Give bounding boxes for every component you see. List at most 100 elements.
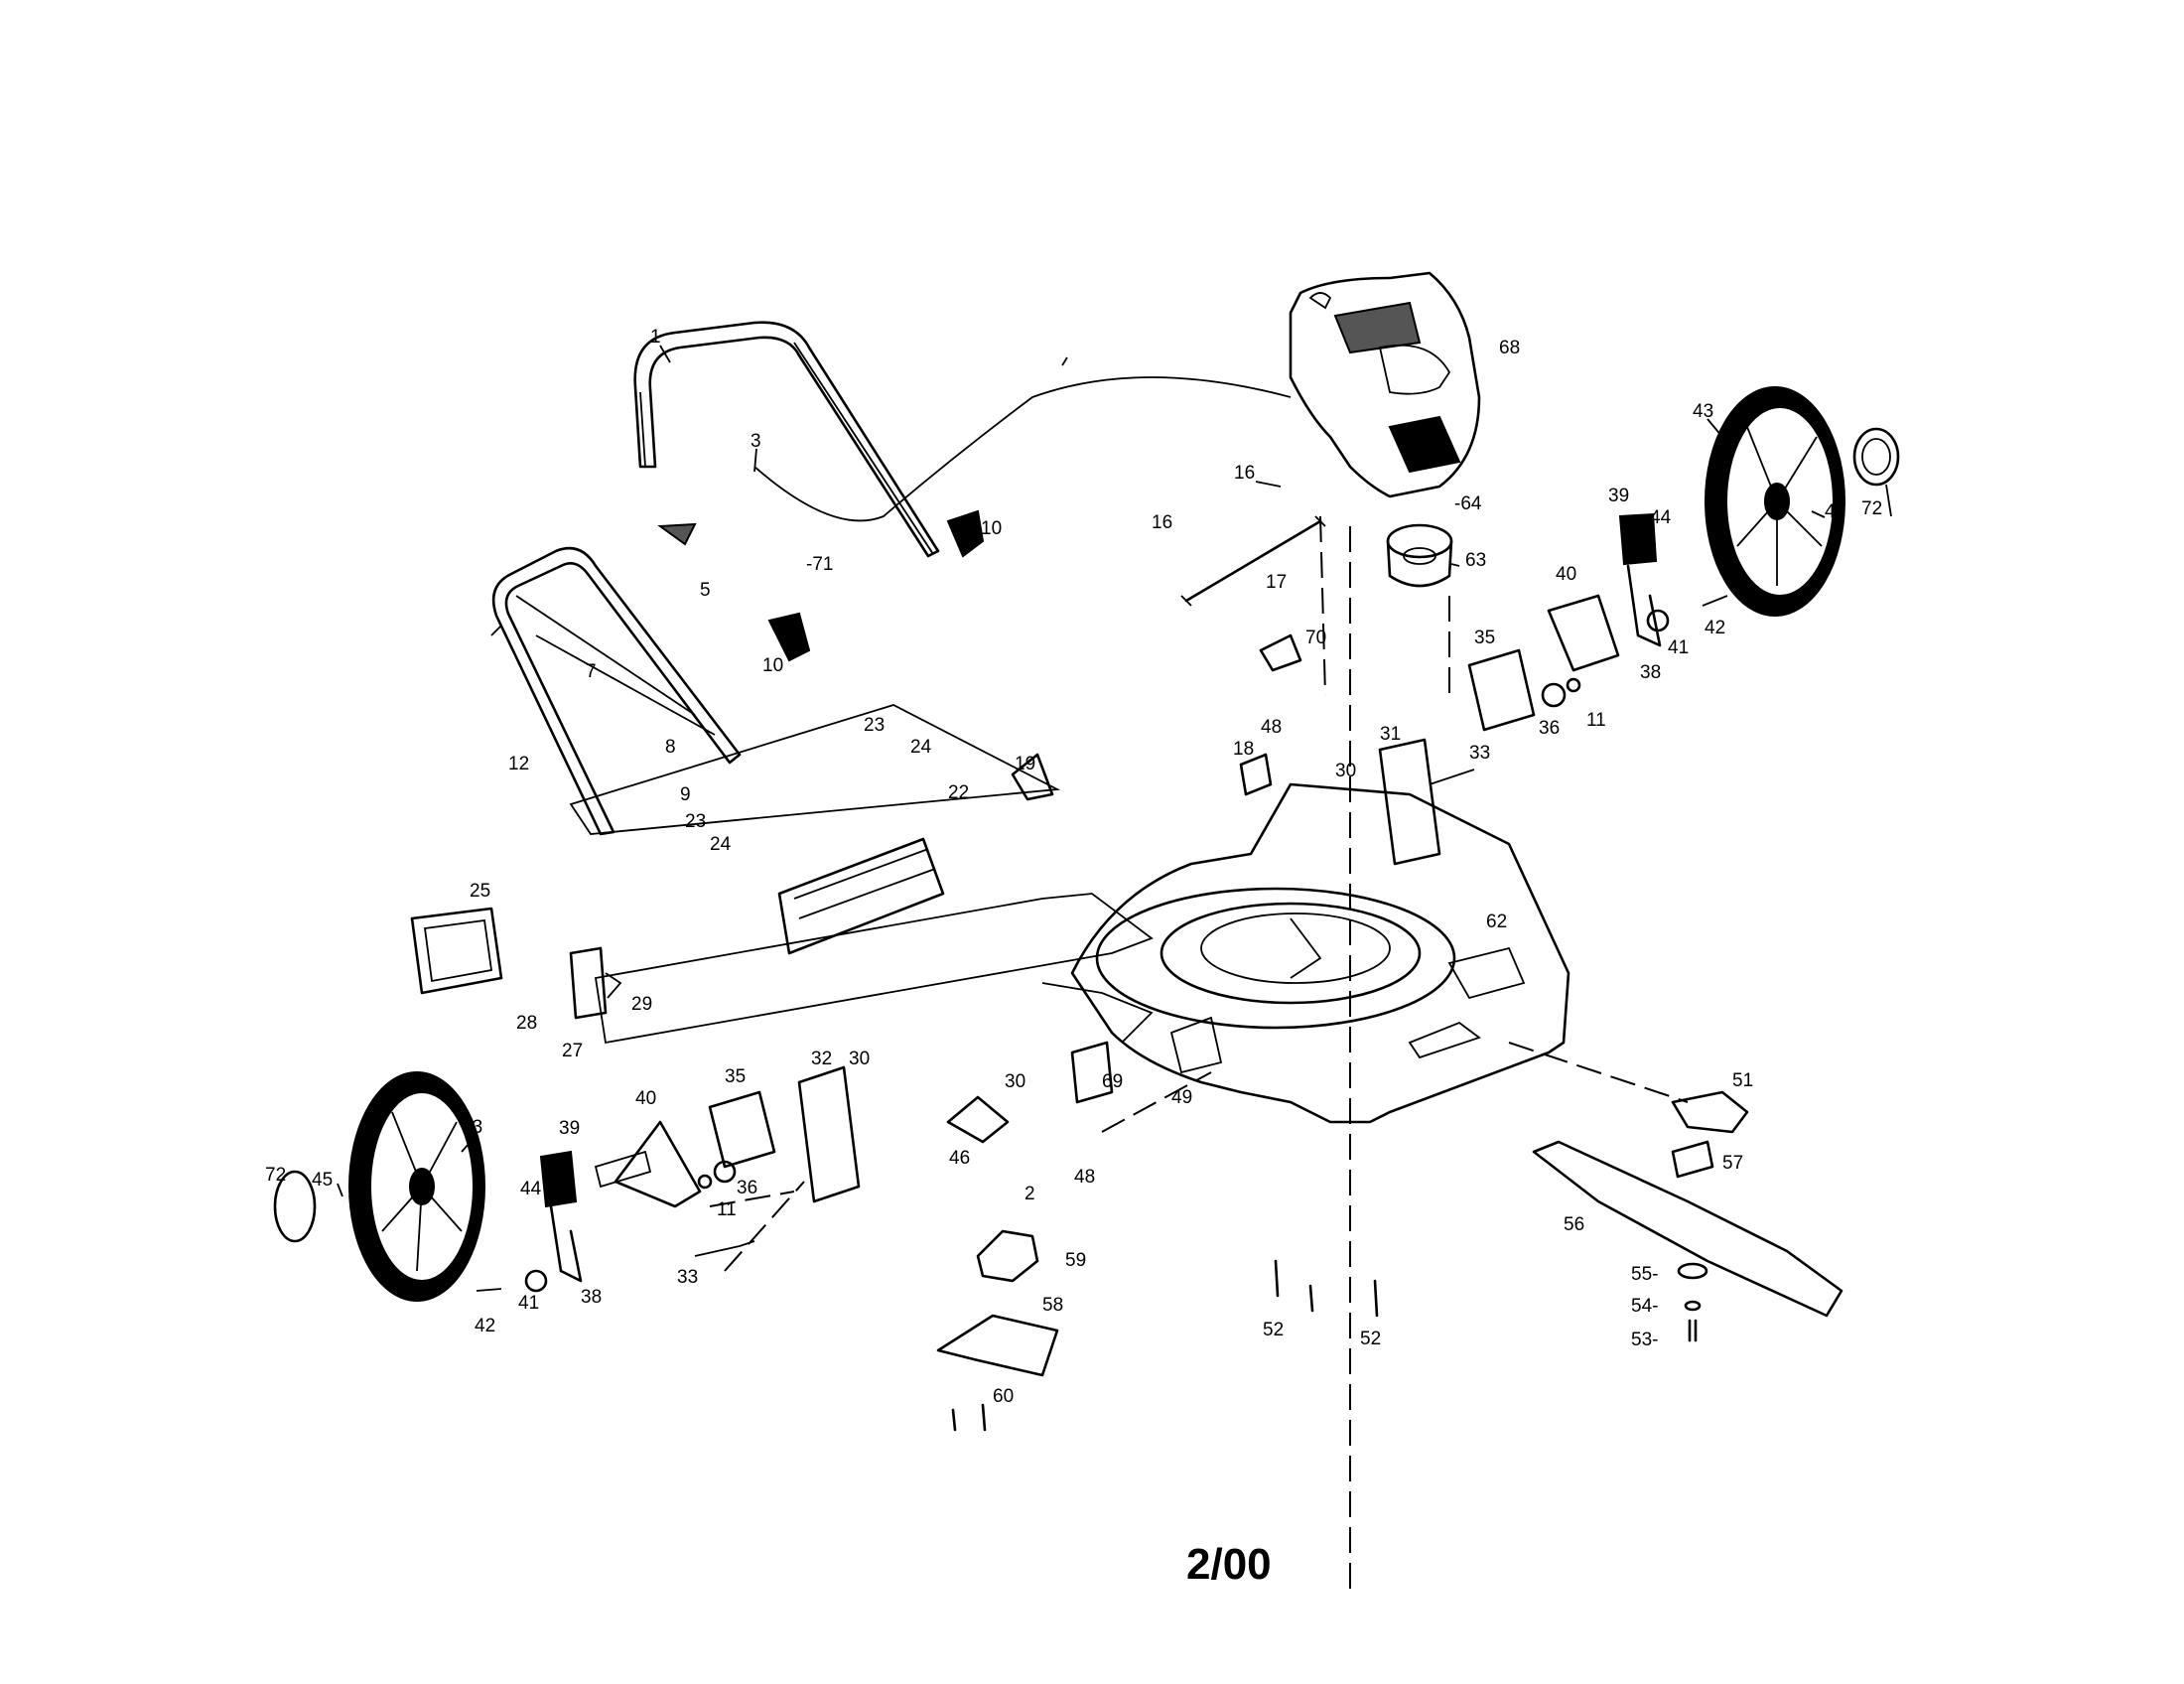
- guard-58: [936, 1314, 1059, 1377]
- upper-handle: [633, 321, 940, 558]
- small-bracket-19: [1011, 753, 1054, 801]
- rear-baffle: [777, 837, 945, 955]
- engine-mount-dash: [1319, 515, 1450, 1589]
- callout-29: 29: [631, 994, 652, 1015]
- handle-bracket-plate: [569, 704, 1061, 835]
- callout-63: 63: [1465, 550, 1486, 571]
- callout-16a: 16: [1234, 463, 1255, 484]
- callout-52b: 52: [1360, 1329, 1381, 1349]
- callout-43b: 43: [1693, 401, 1713, 422]
- callout-46: 46: [949, 1148, 970, 1169]
- callout-56: 56: [1564, 1214, 1584, 1235]
- blade-adapter-51: [1671, 1090, 1749, 1179]
- callout-53: 53-: [1631, 1330, 1658, 1350]
- door-bracket-28: [569, 946, 622, 1020]
- callout-48b: 48: [1074, 1167, 1095, 1188]
- callout-27: 27: [562, 1041, 583, 1061]
- callout-8: 8: [665, 737, 676, 758]
- callout-72b: 72: [1861, 498, 1882, 519]
- left-axle-bolts: [476, 1160, 755, 1293]
- callout-24a: 24: [910, 737, 932, 758]
- callout-54: 54-: [1631, 1296, 1658, 1317]
- callout-42a: 42: [475, 1316, 495, 1336]
- callout-55: 55-: [1631, 1264, 1658, 1285]
- callout-16b: 16: [1152, 512, 1172, 533]
- callout-44b: 44: [1650, 507, 1672, 528]
- callout-57: 57: [1722, 1153, 1743, 1174]
- leader-lines: [337, 345, 1892, 1197]
- bracket-18: [1239, 753, 1273, 796]
- blade-hardware: [1677, 1262, 1708, 1342]
- callout-33a: 33: [677, 1267, 698, 1288]
- callout-28: 28: [516, 1013, 537, 1034]
- callout-11b: 11: [1586, 710, 1606, 731]
- callout-51: 51: [1732, 1070, 1753, 1091]
- callout-41b: 41: [1668, 637, 1689, 658]
- screws-60: [951, 1403, 987, 1432]
- engine: [1289, 271, 1481, 498]
- callout-39b: 39: [1608, 486, 1629, 506]
- callout-10a: 10: [981, 518, 1002, 539]
- callout-22: 22: [948, 782, 969, 803]
- misc-dash-lines: [709, 1071, 1212, 1272]
- left-pivot-bracket: [708, 1065, 861, 1203]
- callout-10b: 10: [762, 655, 783, 676]
- rear-door-25: [410, 907, 503, 995]
- callout-70: 70: [1305, 628, 1326, 648]
- right-pivot-brackets: [1378, 595, 1728, 866]
- callout-19: 19: [1015, 754, 1035, 774]
- bolts-52: [1274, 1259, 1379, 1318]
- callout-labels: 1 3 5 -71 10 10 7 8 9 12 16 16 17 68 -64…: [265, 327, 1882, 1407]
- callout-52a: 52: [1263, 1320, 1284, 1340]
- chute-46: [946, 1095, 1010, 1144]
- callout-60: 60: [993, 1386, 1014, 1407]
- callout-25: 25: [470, 881, 490, 902]
- callout-40b: 40: [1556, 564, 1576, 585]
- blade-56: [1532, 1140, 1843, 1318]
- callout-23a: 23: [864, 715, 885, 736]
- callout-9: 9: [680, 784, 691, 805]
- callout-35b: 35: [1474, 628, 1495, 648]
- callout-35a: 35: [725, 1066, 746, 1087]
- callout-18: 18: [1233, 739, 1254, 760]
- callout-11a: 11: [717, 1199, 737, 1220]
- callout-45b: 45: [1825, 501, 1845, 522]
- callout-31: 31: [1380, 724, 1401, 745]
- right-height-lever: [1547, 512, 1662, 672]
- callout-59: 59: [1065, 1250, 1086, 1271]
- callout-41a: 41: [518, 1293, 539, 1314]
- callout-71: -71: [806, 554, 833, 575]
- callout-30b: 30: [1005, 1071, 1025, 1092]
- left-height-lever: [539, 1120, 702, 1283]
- deck-rear-extension: [594, 893, 1154, 1045]
- callout-45a: 45: [312, 1170, 333, 1191]
- date-code: 2/00: [1186, 1540, 1272, 1589]
- callout-17: 17: [1266, 572, 1287, 593]
- callout-5: 5: [700, 580, 711, 601]
- callout-24b: 24: [710, 834, 732, 855]
- callout-64: -64: [1454, 493, 1482, 514]
- callout-49: 49: [1171, 1087, 1192, 1108]
- callout-69: 69: [1102, 1071, 1123, 1092]
- callout-38b: 38: [1640, 662, 1661, 683]
- callout-42b: 42: [1705, 618, 1725, 638]
- callout-48a: 48: [1261, 717, 1282, 738]
- callout-68: 68: [1499, 338, 1520, 358]
- callout-30a: 30: [849, 1049, 870, 1069]
- callout-36b: 36: [1539, 718, 1560, 739]
- callout-44a: 44: [520, 1179, 542, 1199]
- right-wheel: [1705, 386, 1845, 617]
- callout-62: 62: [1486, 912, 1507, 932]
- handle-knobs: [657, 509, 985, 662]
- bracket-59: [976, 1229, 1039, 1283]
- callout-40a: 40: [635, 1088, 656, 1109]
- callout-58: 58: [1042, 1295, 1063, 1316]
- callout-39a: 39: [559, 1118, 580, 1139]
- callout-72a: 72: [265, 1165, 286, 1186]
- left-hubcap-72: [273, 1170, 317, 1243]
- rod-17: [1180, 515, 1326, 607]
- callout-30c: 30: [1335, 761, 1356, 781]
- callout-36a: 36: [737, 1178, 757, 1198]
